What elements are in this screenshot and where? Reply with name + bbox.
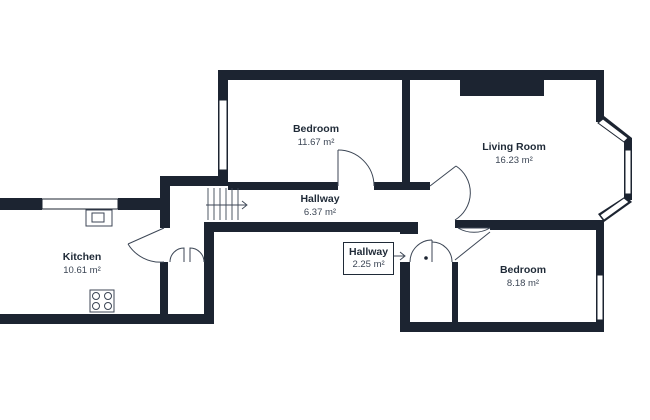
stairs-icon <box>206 188 248 220</box>
room-kitchen: Kitchen 10.61 m² <box>63 250 102 277</box>
windows <box>41 99 632 321</box>
room-area: 16.23 m² <box>495 155 533 166</box>
room-name: Living Room <box>482 141 546 153</box>
hob-icon <box>89 289 115 313</box>
room-name: Kitchen <box>62 251 102 263</box>
room-hallway-small: Hallway 2.25 m² <box>343 242 395 275</box>
room-area: 2.25 m² <box>352 259 385 270</box>
room-name: Hallway <box>300 193 340 205</box>
room-name: Bedroom <box>499 264 547 276</box>
room-living: Living Room 16.23 m² <box>482 140 546 167</box>
room-name: Bedroom <box>292 123 340 135</box>
room-bedroom-top: Bedroom 11.67 m² <box>293 122 339 149</box>
room-area: 11.67 m² <box>297 137 335 148</box>
room-area: 6.37 m² <box>303 207 337 218</box>
hallway-pointer <box>394 251 428 261</box>
room-area: 10.61 m² <box>63 265 101 276</box>
room-name: Hallway <box>349 246 389 258</box>
arrow-right-icon <box>399 251 406 261</box>
room-hallway-main: Hallway 6.37 m² <box>300 192 339 219</box>
room-bedroom-bottom: Bedroom 8.18 m² <box>500 263 546 290</box>
sink-icon <box>85 209 113 227</box>
room-area: 8.18 m² <box>506 278 540 289</box>
doors <box>127 149 491 263</box>
